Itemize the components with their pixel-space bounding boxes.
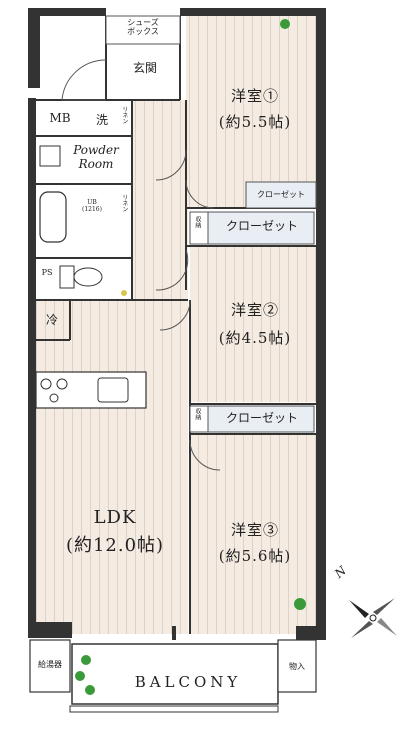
closet-2: クローゼット [225,411,298,425]
closet-1: クローゼット [225,219,298,233]
western2-name: 洋室② [230,301,279,319]
ldk-size: (約12.0帖) [65,535,165,556]
closet-small-1: クローゼット [257,190,305,199]
western3-size: (約5.6帖) [218,547,292,565]
plant-icon [75,19,306,695]
entrance-label: 玄関 [132,61,157,75]
wash-label: 洗 [95,113,108,127]
ldk-name: LDK [93,507,137,528]
ps-label: PS [41,268,53,277]
balcony-label: BALCONY [134,673,242,691]
storage-out-label: 物入 [289,662,305,671]
compass-icon [349,598,397,638]
western1-floor [186,16,318,208]
balcony-area [71,643,279,705]
ub-label: UB (1216) [82,199,102,213]
storage-2: 収納 [193,408,201,420]
western3-name: 洋室③ [230,521,279,539]
shoe-box-label: シューズ ボックス [127,18,159,37]
storage-1: 収納 [193,216,201,228]
western2-floor [190,246,318,402]
powder-room-label: Powder Room [73,143,119,171]
western1-name: 洋室① [230,87,279,105]
fridge-label: 冷 [45,313,58,327]
western1-size: (約5.5帖) [218,113,292,131]
hallway-floor [132,100,188,300]
ldk-floor [36,300,188,634]
western2-size: (約4.5帖) [218,329,292,347]
linen-2: リネン [120,194,128,212]
water-heater-label: 給湯器 [38,660,62,669]
linen-1: リネン [120,106,128,124]
mb-label: MB [49,111,71,125]
